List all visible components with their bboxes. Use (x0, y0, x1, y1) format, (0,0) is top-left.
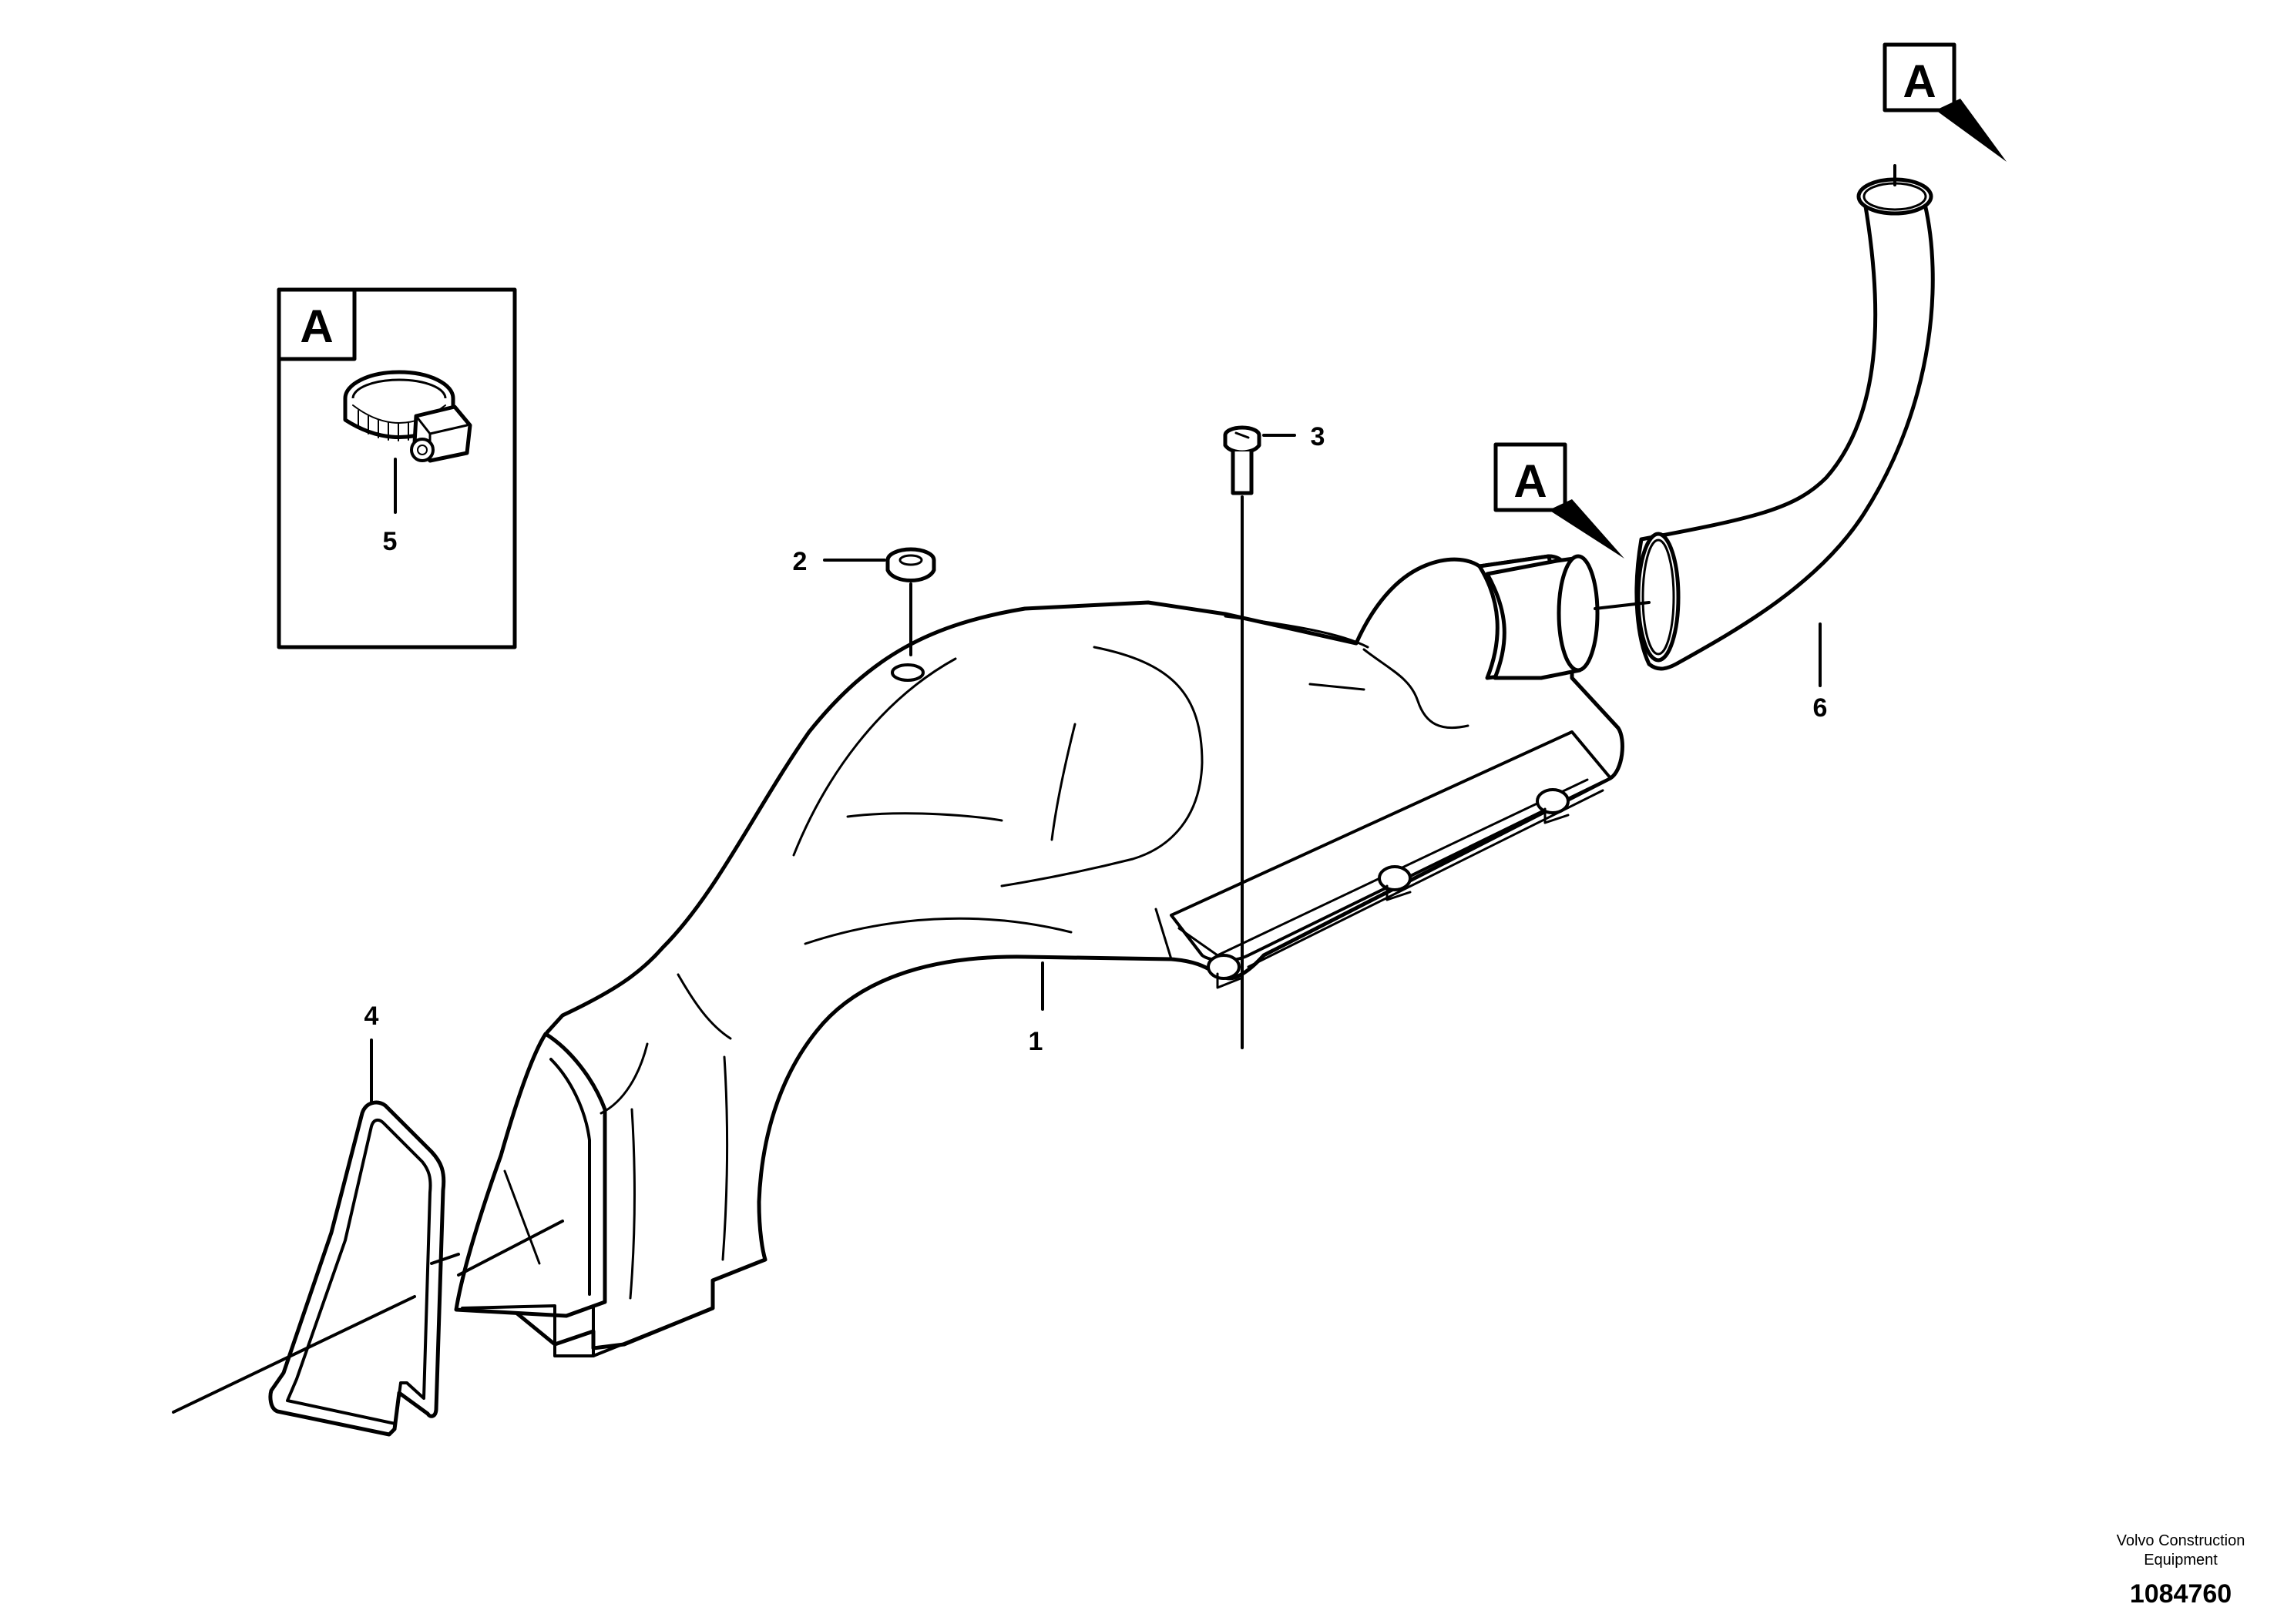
mounting-hole (1536, 788, 1570, 824)
footer-block: Volvo Construction Equipment 1084760 (2117, 1532, 2245, 1609)
reference-marker-a-mid-letter: A (1513, 455, 1547, 507)
callout-5: 5 (383, 527, 398, 556)
callout-4: 4 (364, 1002, 379, 1031)
reference-marker-a-mid: A (1493, 442, 1624, 559)
detail-view-a: A 5 (277, 287, 517, 649)
hose-clamp-icon (343, 370, 472, 463)
detail-box-frame (277, 287, 517, 649)
footer-drawing-number: 1084760 (2130, 1579, 2232, 1609)
air-duct-part (454, 554, 1624, 1357)
rubber-plug-icon (885, 547, 936, 582)
screw-icon (1223, 425, 1261, 495)
footer-company-line1: Volvo Construction (2117, 1532, 2245, 1549)
hose-icon (1634, 177, 1935, 671)
gasket-icon (268, 1100, 460, 1437)
reference-marker-a-top-letter: A (1903, 55, 1936, 107)
callout-2: 2 (793, 547, 808, 576)
mounting-hole (1207, 954, 1242, 989)
leader-line-hose-end (1594, 601, 1651, 610)
plug-hole (891, 663, 925, 682)
assembly-axis-line (172, 1295, 416, 1414)
assembly-axis-line (457, 1220, 564, 1277)
detail-box-label-frame (277, 287, 357, 361)
detail-box-letter: A (300, 300, 333, 352)
callout-6: 6 (1813, 693, 1828, 723)
reference-marker-a-top: A (1883, 42, 2007, 162)
footer-company-line2: Equipment (2144, 1552, 2218, 1569)
callout-1: 1 (1029, 1027, 1043, 1056)
mounting-hole (1378, 865, 1412, 901)
callout-3: 3 (1311, 422, 1325, 451)
